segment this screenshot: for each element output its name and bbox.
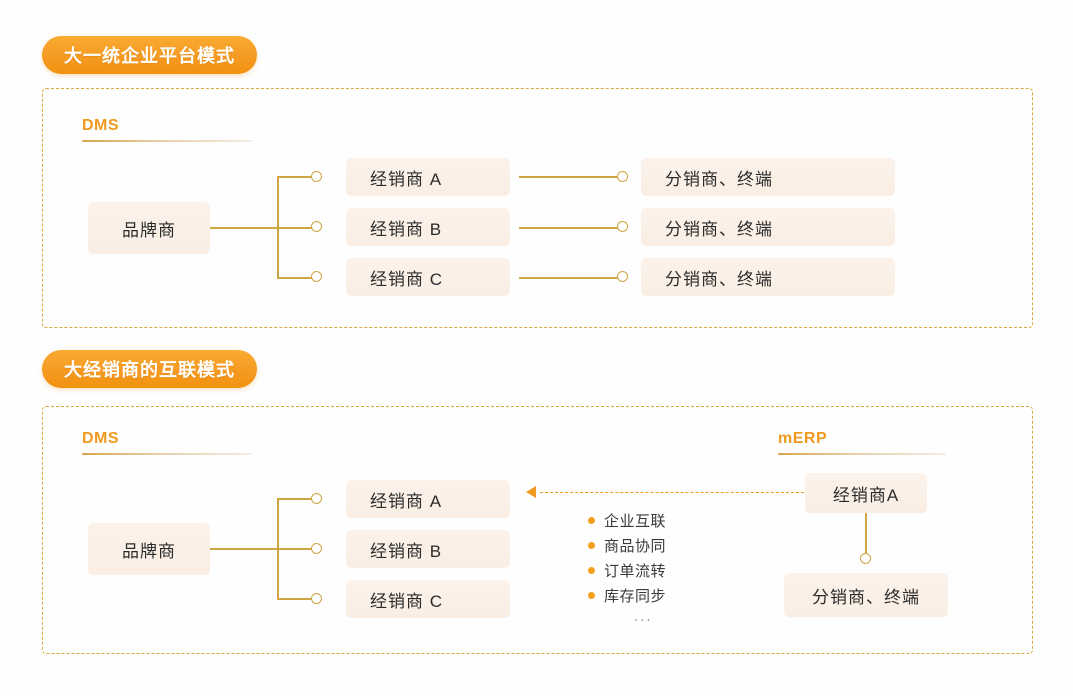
list-item-label: 商品协同 <box>604 538 667 555</box>
system-label-dms-text: DMS <box>82 117 120 134</box>
list-item: 企业互联 <box>588 508 666 533</box>
connector-dealer-b-to-distributor-s1 <box>519 227 619 229</box>
node-distributor-terminal-b-section1[interactable]: 分销商、终端 <box>641 208 895 246</box>
connector-dealer-c-to-distributor-s1 <box>519 277 619 279</box>
arrow-head-icon <box>526 486 536 498</box>
connector-branch-c-s1 <box>277 277 313 279</box>
system-label-merp-underline <box>778 453 946 455</box>
connector-merp-vertical <box>865 513 867 555</box>
connector-ring-a-s1 <box>311 171 322 182</box>
connector-ring-distributor-b-s1 <box>617 221 628 232</box>
bullet-dot-icon <box>588 567 595 574</box>
connector-branch-b-s1 <box>277 227 313 229</box>
connector-ring-distributor-c-s1 <box>617 271 628 282</box>
connector-branch-b-s2 <box>277 548 313 550</box>
section-panel-dealer-interconnect <box>42 406 1033 654</box>
system-label-merp-text: mERP <box>778 430 828 447</box>
node-distributor-terminal-c-section1[interactable]: 分销商、终端 <box>641 258 895 296</box>
list-item: 订单流转 <box>588 558 666 583</box>
system-label-dms-text-2: DMS <box>82 430 120 447</box>
system-label-dms-section1: DMS <box>82 117 252 142</box>
connector-ring-merp <box>860 553 871 564</box>
connector-branch-c-s2 <box>277 598 313 600</box>
bullet-dot-icon <box>588 542 595 549</box>
system-label-merp: mERP <box>778 430 946 455</box>
node-dealer-a-merp[interactable]: 经销商A <box>805 473 927 513</box>
section-badge-dealer-interconnect: 大经销商的互联模式 <box>42 350 257 388</box>
connector-branch-a-s2 <box>277 498 313 500</box>
connector-dealer-a-to-distributor-s1 <box>519 176 619 178</box>
list-item: 商品协同 <box>588 533 666 558</box>
connector-branch-a-s1 <box>277 176 313 178</box>
section-panel-unified-platform <box>42 88 1033 328</box>
system-label-underline-2 <box>82 453 252 455</box>
node-dealer-a-section2[interactable]: 经销商 A <box>346 480 510 518</box>
section-badge-unified-platform: 大一统企业平台模式 <box>42 36 257 74</box>
connector-root-stem-s2 <box>210 548 278 550</box>
bullet-dot-icon <box>588 517 595 524</box>
connector-root-stem-s1 <box>210 227 278 229</box>
connector-ring-a-s2 <box>311 493 322 504</box>
list-item-label: 企业互联 <box>604 513 667 530</box>
node-distributor-terminal-merp[interactable]: 分销商、终端 <box>784 573 948 617</box>
node-brand-owner-section1[interactable]: 品牌商 <box>88 202 210 254</box>
node-dealer-c-section1[interactable]: 经销商 C <box>346 258 510 296</box>
node-dealer-b-section2[interactable]: 经销商 B <box>346 530 510 568</box>
connector-ring-distributor-a-s1 <box>617 171 628 182</box>
system-label-dms-section2: DMS <box>82 430 252 455</box>
node-brand-owner-section2[interactable]: 品牌商 <box>88 523 210 575</box>
connector-ring-c-s2 <box>311 593 322 604</box>
connector-ring-b-s2 <box>311 543 322 554</box>
list-ellipsis: ... <box>634 608 653 625</box>
connector-ring-c-s1 <box>311 271 322 282</box>
bullet-dot-icon <box>588 592 595 599</box>
node-dealer-a-section1[interactable]: 经销商 A <box>346 158 510 196</box>
connector-ring-b-s1 <box>311 221 322 232</box>
list-item-label: 订单流转 <box>604 563 667 580</box>
connector-dashed-interconnect <box>540 492 804 493</box>
list-item-label: 库存同步 <box>604 588 667 605</box>
node-distributor-terminal-a-section1[interactable]: 分销商、终端 <box>641 158 895 196</box>
node-dealer-b-section1[interactable]: 经销商 B <box>346 208 510 246</box>
node-dealer-c-section2[interactable]: 经销商 C <box>346 580 510 618</box>
interconnect-capability-list: 企业互联 商品协同 订单流转 库存同步 ... <box>588 508 666 630</box>
system-label-underline <box>82 140 252 142</box>
list-item: 库存同步 <box>588 583 666 608</box>
